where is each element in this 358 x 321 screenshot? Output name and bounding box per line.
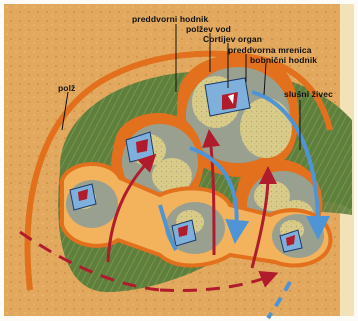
label-vestibular-membrane: preddvorna mrenica: [228, 46, 312, 55]
label-organ-of-corti: Cortijev organ: [203, 35, 262, 44]
label-cochlea: polž: [58, 84, 75, 93]
label-auditory-nerve: slušni živec: [284, 90, 333, 99]
label-cochlear-duct: polžev vod: [186, 25, 231, 34]
label-scala-vestibuli: preddvorni hodnik: [132, 15, 208, 24]
label-scala-tympani: bobnični hodnik: [250, 56, 317, 65]
